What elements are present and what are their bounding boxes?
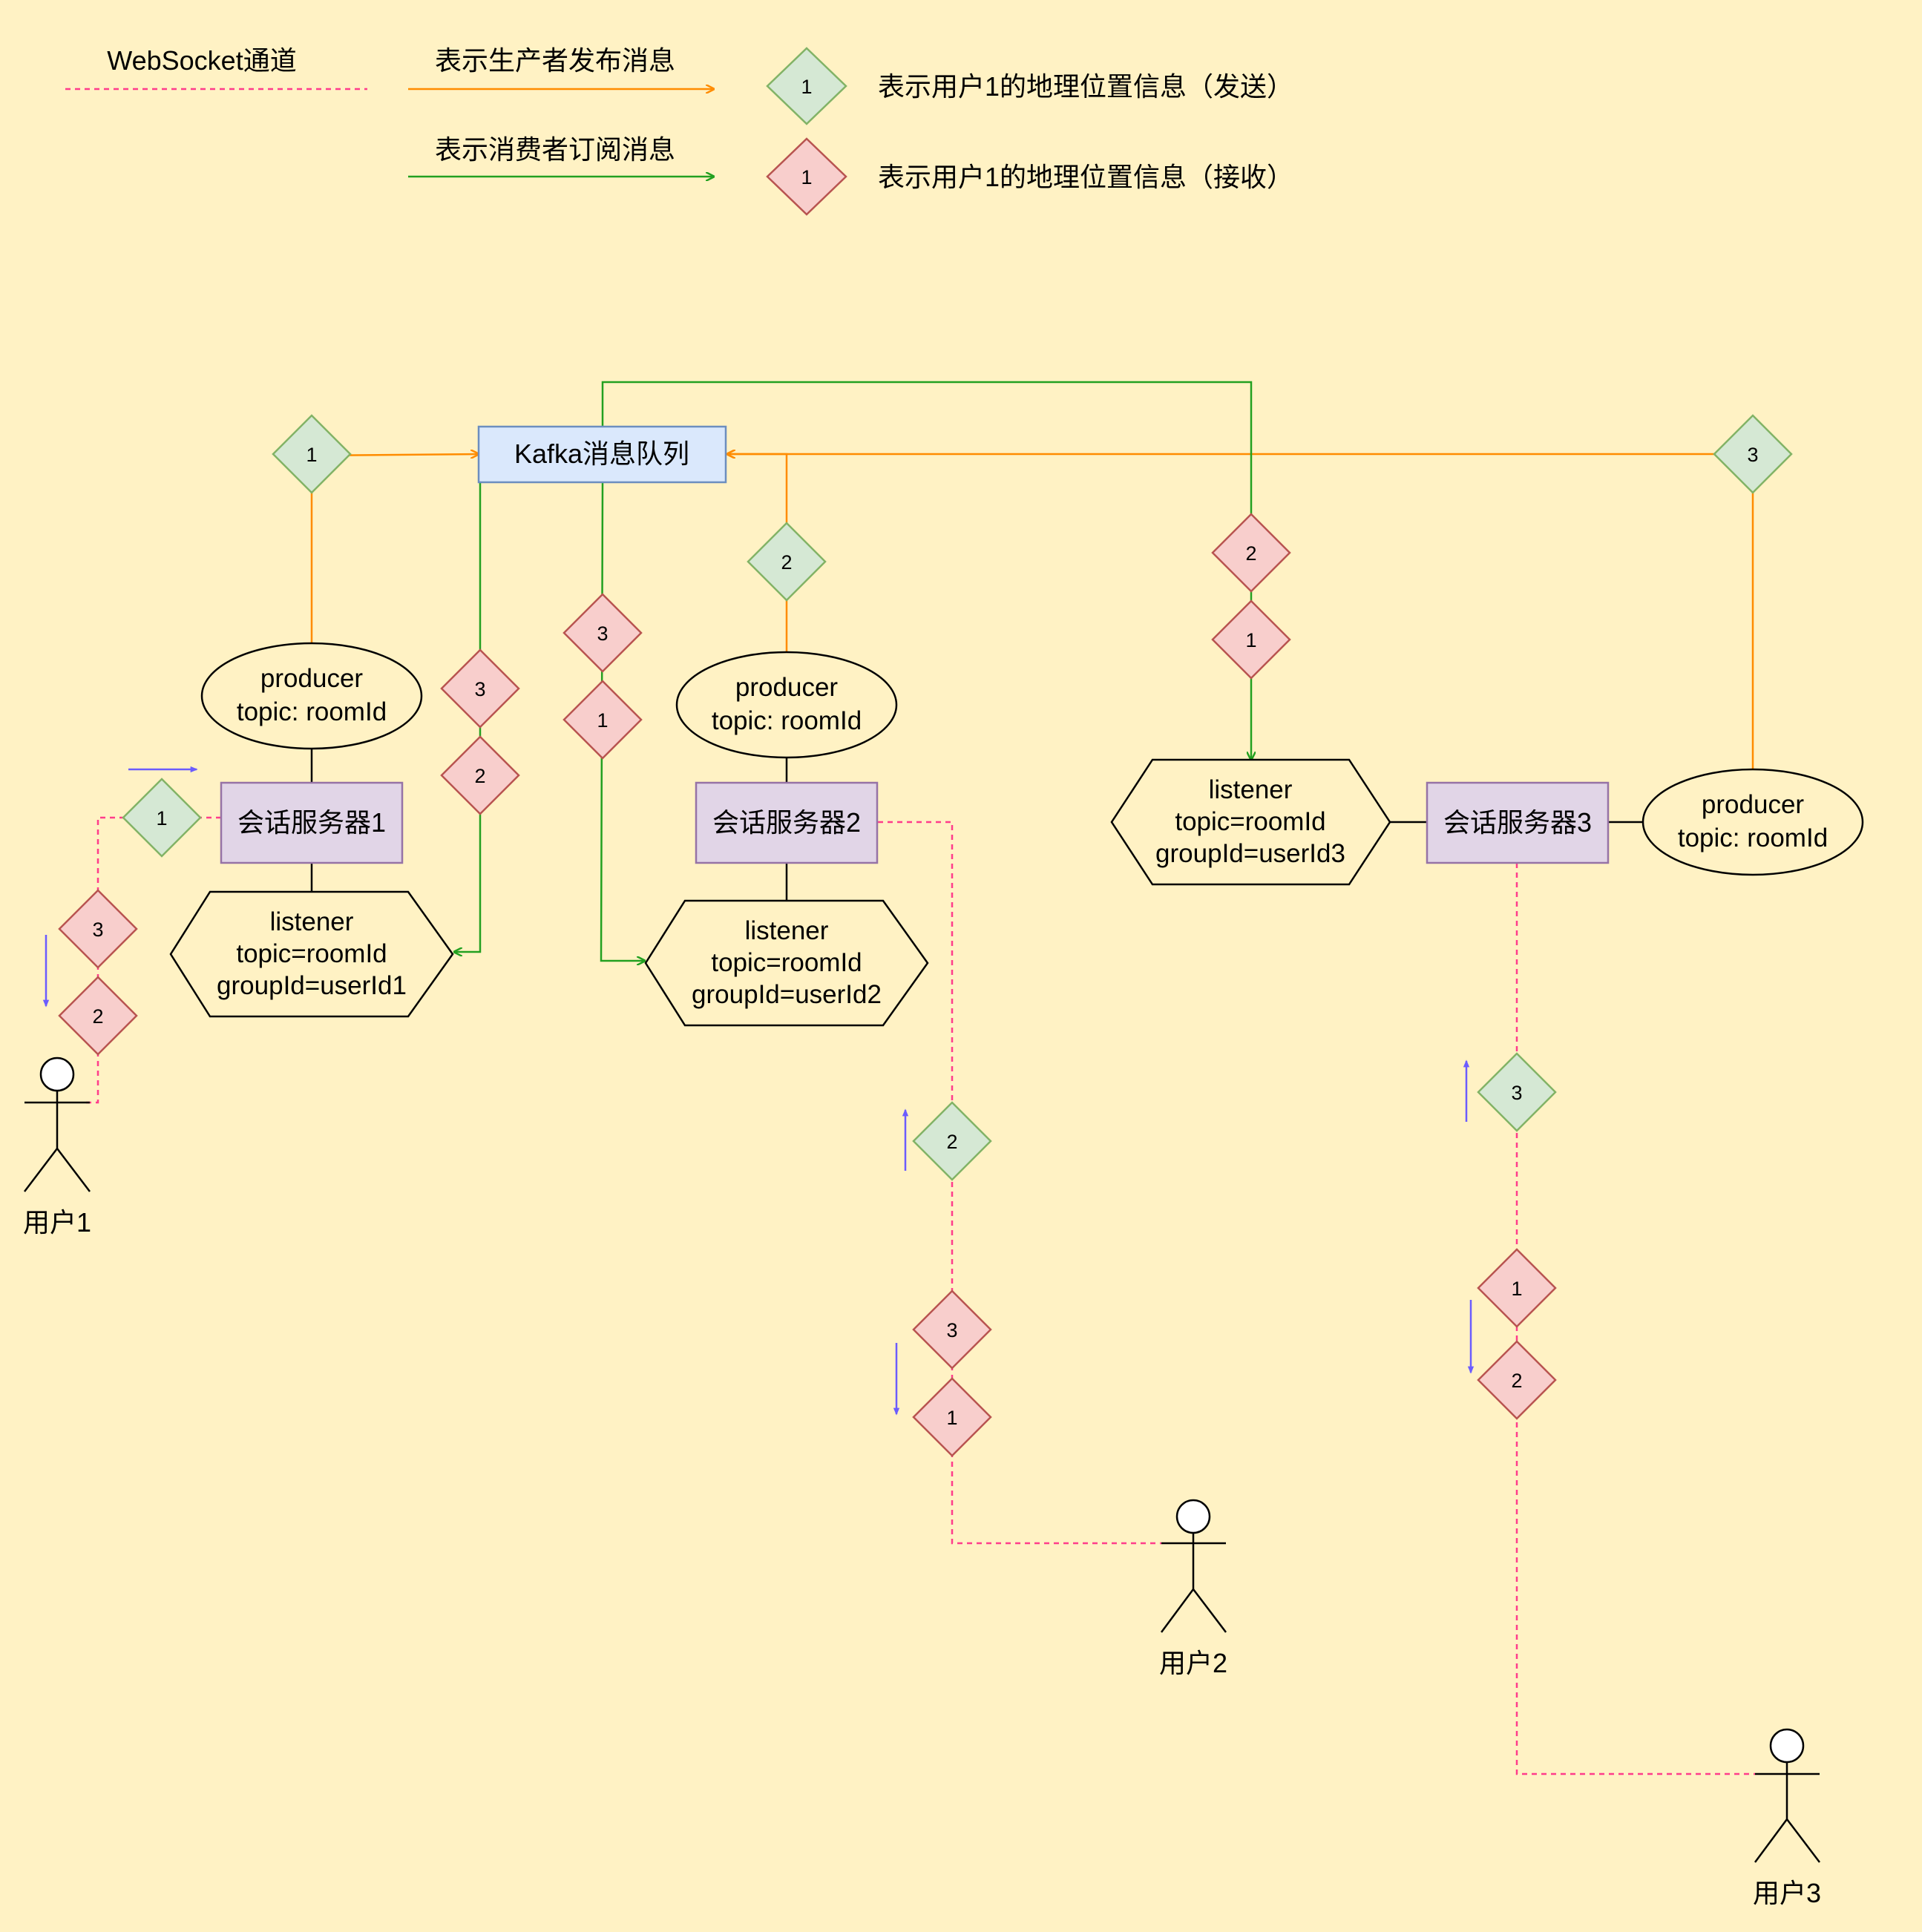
send-location-marker: 3 xyxy=(1477,1052,1557,1132)
send-location-marker: 2 xyxy=(912,1101,992,1181)
producer-1[interactable]: producer topic: roomId xyxy=(200,642,423,750)
kafka-queue[interactable]: Kafka消息队列 xyxy=(477,425,727,484)
receive-location-marker: 3 xyxy=(440,648,520,729)
send-location-marker: 1 xyxy=(122,778,202,858)
listener-2[interactable]: listener topic=roomId groupId=userId2 xyxy=(644,899,929,1027)
marker-label: 1 xyxy=(1245,629,1256,651)
marker-label: 3 xyxy=(92,919,103,941)
session-server-3[interactable]: 会话服务器3 xyxy=(1426,781,1610,864)
svg-text:listener: listener xyxy=(1209,775,1293,804)
marker-label: 3 xyxy=(1511,1082,1522,1104)
receive-location-marker: 2 xyxy=(1477,1340,1557,1420)
marker-label: 2 xyxy=(946,1131,957,1153)
legend-recv-desc: 表示用户1的地理位置信息（接收） xyxy=(878,162,1293,192)
marker-label: 3 xyxy=(597,622,608,645)
svg-text:producer: producer xyxy=(1702,790,1804,819)
marker-label: 1 xyxy=(946,1407,957,1429)
receive-location-marker: 3 xyxy=(912,1289,992,1370)
svg-text:会话服务器3: 会话服务器3 xyxy=(1443,807,1592,838)
legend-recv-diamond: 1 xyxy=(766,137,847,216)
receive-location-marker: 2 xyxy=(58,976,138,1056)
marker-label: 2 xyxy=(92,1005,103,1028)
legend-send-desc: 表示用户1的地理位置信息（发送） xyxy=(878,71,1293,102)
marker-label: 1 xyxy=(306,444,317,466)
svg-text:producer: producer xyxy=(735,673,838,702)
marker-label: 1 xyxy=(597,709,608,732)
marker-label: 2 xyxy=(1245,542,1256,565)
svg-text:groupId=userId3: groupId=userId3 xyxy=(1155,839,1345,868)
marker-label: 2 xyxy=(1511,1370,1522,1392)
subscribe-line-listener1 xyxy=(454,482,482,952)
listener-1[interactable]: listener topic=roomId groupId=userId1 xyxy=(169,890,454,1018)
legend-send-diamond: 1 xyxy=(766,47,847,125)
session-server-2[interactable]: 会话服务器2 xyxy=(695,781,879,864)
receive-location-marker: 3 xyxy=(563,593,643,673)
send-location-marker: 3 xyxy=(1713,414,1793,494)
user-3: 用户3 xyxy=(1753,1728,1821,1908)
user-label: 用户3 xyxy=(1753,1878,1821,1908)
receive-location-marker: 1 xyxy=(1477,1248,1557,1328)
user-1: 用户1 xyxy=(23,1057,91,1238)
svg-text:topic: roomId: topic: roomId xyxy=(712,706,862,735)
svg-text:会话服务器1: 会话服务器1 xyxy=(237,807,386,838)
svg-text:1: 1 xyxy=(801,166,812,188)
producer-2[interactable]: producer topic: roomId xyxy=(675,651,898,759)
user-icon xyxy=(1160,1499,1227,1633)
user-label: 用户1 xyxy=(23,1207,91,1238)
svg-text:groupId=userId2: groupId=userId2 xyxy=(692,980,882,1009)
receive-location-marker: 2 xyxy=(1211,513,1291,593)
receive-location-marker: 3 xyxy=(58,889,138,969)
websocket-user2 xyxy=(878,821,1161,1545)
receive-location-marker: 1 xyxy=(563,680,643,760)
svg-text:会话服务器2: 会话服务器2 xyxy=(712,807,861,838)
user-2: 用户2 xyxy=(1159,1499,1227,1678)
marker-label: 1 xyxy=(1511,1278,1522,1300)
svg-text:topic: roomId: topic: roomId xyxy=(1678,824,1828,852)
send-location-marker: 1 xyxy=(272,414,352,494)
receive-location-marker: 1 xyxy=(912,1377,992,1457)
svg-text:topic=roomId: topic=roomId xyxy=(1175,807,1325,836)
legend-publish-label: 表示生产者发布消息 xyxy=(435,45,675,76)
svg-text:topic=roomId: topic=roomId xyxy=(711,948,862,977)
legend-websocket-label: WebSocket通道 xyxy=(107,45,296,76)
message-markers: 1 2 3 3 2 3 1 2 1 1 3 2 2 3 1 3 1 2 xyxy=(58,414,1793,1457)
legend: WebSocket通道 表示生产者发布消息 表示消费者订阅消息 1 表示用户1的… xyxy=(65,45,1293,216)
receive-location-marker: 1 xyxy=(1211,599,1291,680)
marker-label: 3 xyxy=(474,678,485,700)
listener-3[interactable]: listener topic=roomId groupId=userId3 xyxy=(1110,758,1391,886)
receive-location-marker: 2 xyxy=(440,735,520,815)
svg-text:producer: producer xyxy=(260,664,363,693)
send-location-marker: 2 xyxy=(747,522,827,602)
svg-text:topic=roomId: topic=roomId xyxy=(236,939,387,968)
svg-text:listener: listener xyxy=(745,916,829,945)
producer-3[interactable]: producer topic: roomId xyxy=(1641,768,1864,876)
user-icon xyxy=(24,1057,91,1192)
svg-text:Kafka消息队列: Kafka消息队列 xyxy=(514,438,689,469)
svg-text:listener: listener xyxy=(270,907,354,936)
marker-label: 2 xyxy=(474,765,485,787)
marker-label: 2 xyxy=(781,551,792,574)
marker-label: 3 xyxy=(946,1319,957,1341)
svg-text:topic: roomId: topic: roomId xyxy=(237,697,387,726)
session-server-1[interactable]: 会话服务器1 xyxy=(220,781,404,864)
svg-text:groupId=userId1: groupId=userId1 xyxy=(217,971,407,1000)
user-icon xyxy=(1754,1728,1820,1863)
svg-text:1: 1 xyxy=(801,76,812,98)
marker-label: 3 xyxy=(1747,444,1758,466)
websocket-user3 xyxy=(1515,863,1755,1775)
user-label: 用户2 xyxy=(1159,1648,1227,1678)
publish-line-server1 xyxy=(310,454,479,644)
marker-label: 1 xyxy=(156,807,167,829)
legend-subscribe-label: 表示消费者订阅消息 xyxy=(435,134,675,165)
